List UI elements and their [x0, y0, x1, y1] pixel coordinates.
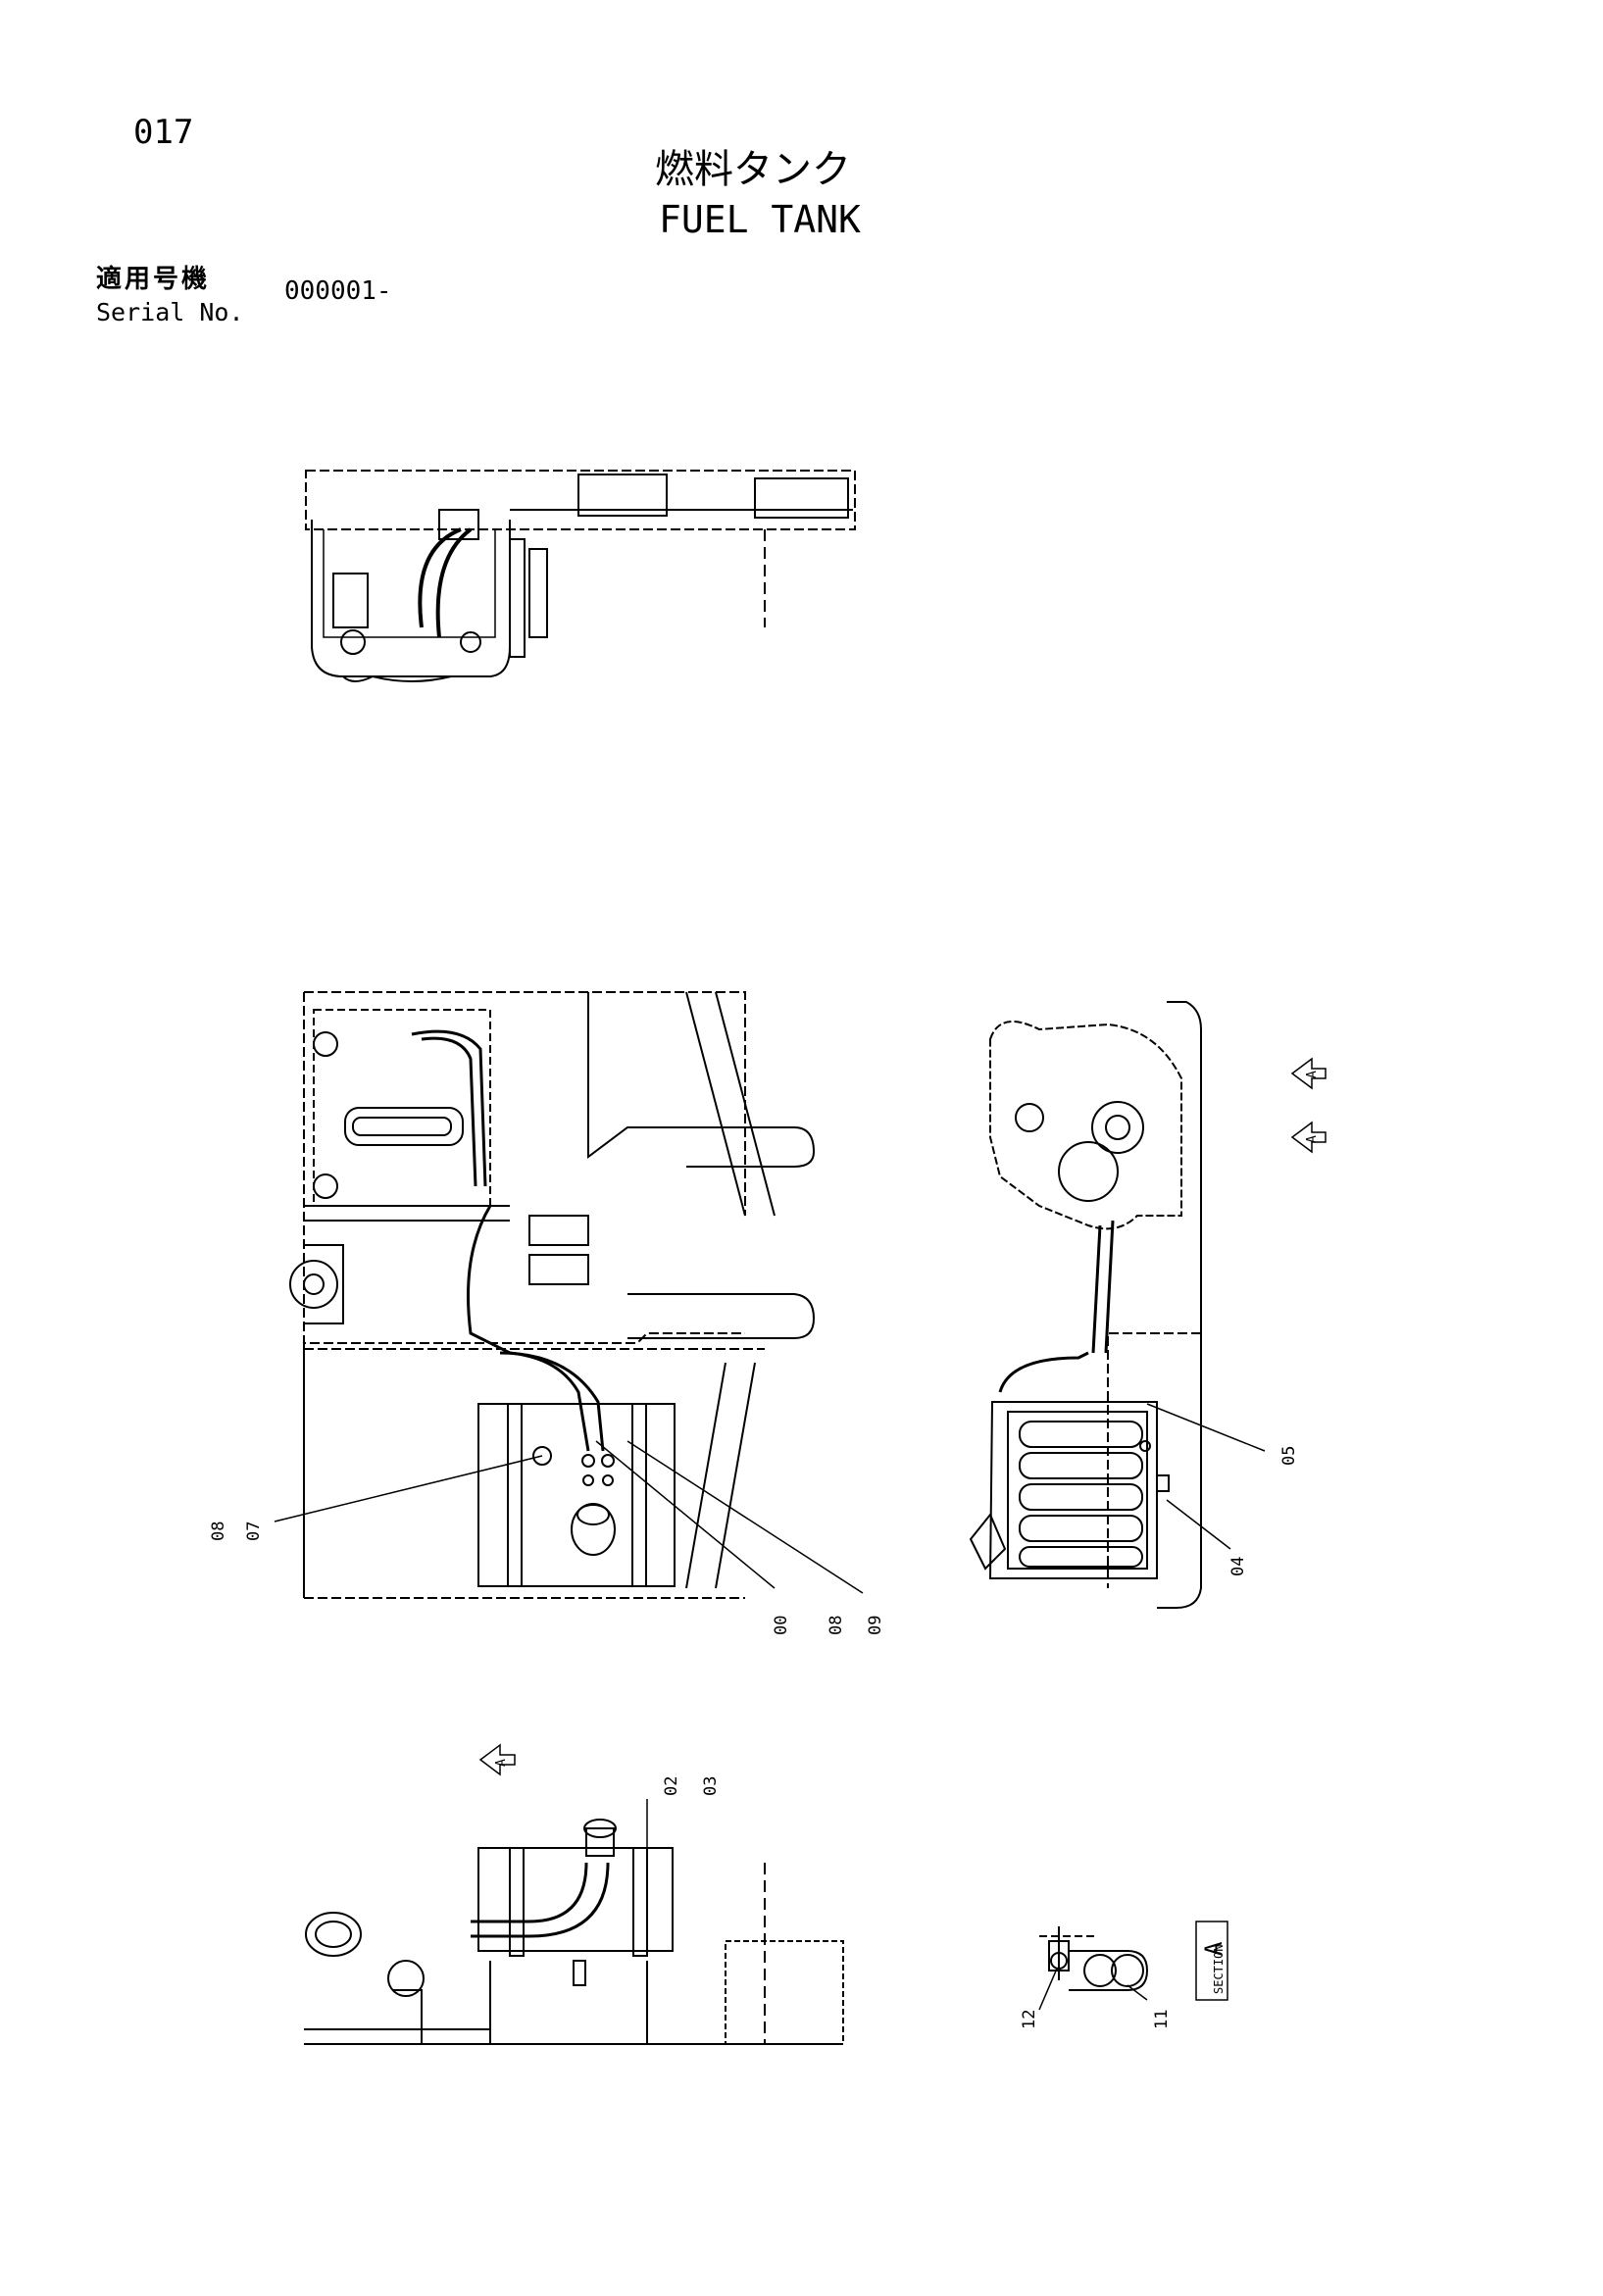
serial-label-japanese: 適用号機 — [96, 265, 211, 294]
callout-02: 02 — [662, 1776, 681, 1796]
view-arrow-label-1: A — [1305, 1071, 1320, 1078]
callout-07: 07 — [244, 1522, 264, 1541]
callout-05: 05 — [1279, 1446, 1299, 1466]
page-title: FUEL TANK — [659, 198, 861, 241]
callout-04: 04 — [1228, 1557, 1248, 1576]
callout-09-right: 09 — [866, 1616, 885, 1635]
callout-11: 11 — [1152, 2010, 1172, 2029]
section-label: SECTION — [1212, 1944, 1226, 1994]
callout-03: 03 — [701, 1776, 721, 1796]
bottom-view — [304, 1743, 844, 2045]
serial-number-value: 000001- — [284, 276, 392, 306]
view-arrow-label-3: A — [494, 1759, 509, 1767]
part-callouts: 08 07 00 08 09 05 04 02 03 12 11 A A A S… — [209, 1071, 1320, 2029]
page-number: 017 — [133, 113, 194, 152]
callout-12: 12 — [1020, 2010, 1039, 2029]
view-arrow-label-2: A — [1305, 1135, 1320, 1143]
side-view — [969, 1001, 1327, 1609]
plan-view — [274, 991, 864, 1599]
page-title-japanese: 燃料タンク — [655, 147, 851, 192]
section-a-detail — [1038, 1921, 1228, 2011]
callout-08: 08 — [827, 1616, 846, 1635]
callout-00: 00 — [772, 1616, 791, 1635]
section-letter: A — [1200, 1941, 1227, 1956]
top-view — [305, 470, 856, 682]
serial-label: Serial No. — [96, 298, 244, 326]
callout-09-left: 08 — [209, 1522, 228, 1541]
